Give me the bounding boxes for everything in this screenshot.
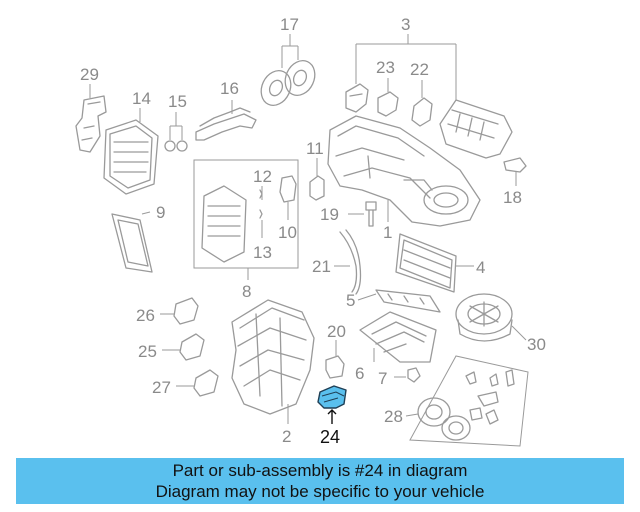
part-20: 20 — [325, 322, 346, 379]
callout-12: 12 — [253, 167, 272, 186]
callout-25: 25 — [138, 342, 157, 361]
part-22: 22 — [410, 60, 433, 127]
callout-5: 5 — [346, 291, 355, 310]
callout-2: 2 — [282, 427, 291, 446]
callout-9: 9 — [156, 203, 165, 222]
part-21: 21 — [312, 229, 362, 295]
part-17: 17 — [260, 15, 316, 107]
callout-11: 11 — [306, 139, 324, 158]
part-24-highlighted[interactable]: 24 — [317, 385, 347, 447]
info-banner: Part or sub-assembly is #24 in diagram D… — [16, 458, 624, 504]
callout-6: 6 — [355, 364, 364, 383]
callout-20: 20 — [327, 322, 346, 341]
part-26: 26 — [136, 297, 199, 325]
callout-3: 3 — [401, 15, 410, 34]
part-6: 6 — [355, 311, 437, 383]
part-29: 29 — [75, 65, 107, 153]
part-7: 7 — [378, 367, 421, 388]
callout-19: 19 — [320, 205, 339, 224]
part-16: 16 — [195, 79, 257, 141]
callout-30: 30 — [527, 335, 546, 354]
part-25: 25 — [138, 333, 205, 361]
callout-14: 14 — [132, 89, 151, 108]
callout-15: 15 — [168, 92, 187, 111]
part-5: 5 — [346, 289, 441, 313]
callout-18: 18 — [503, 188, 522, 207]
callout-7: 7 — [378, 369, 387, 388]
part-19: 19 — [320, 201, 377, 227]
part-4: 4 — [395, 233, 485, 293]
part-28-group: 28 — [384, 355, 529, 447]
callout-8: 8 — [242, 282, 251, 301]
callout-21: 21 — [312, 257, 331, 276]
part-15: 15 — [164, 92, 188, 152]
part-18: 18 — [503, 157, 527, 207]
banner-line-1: Part or sub-assembly is #24 in diagram — [172, 461, 468, 480]
callout-4: 4 — [476, 258, 485, 277]
part-2: 2 — [231, 299, 315, 446]
part-8-box: 8 12 10 13 — [193, 159, 299, 301]
callout-17: 17 — [280, 15, 299, 34]
callout-29: 29 — [80, 65, 99, 84]
callout-26: 26 — [136, 306, 155, 325]
callout-10: 10 — [278, 223, 297, 242]
part-3-door-unit — [439, 99, 513, 159]
part-11: 11 — [306, 139, 325, 201]
callout-16: 16 — [220, 79, 239, 98]
part-3-group: 3 — [345, 15, 457, 113]
callout-28: 28 — [384, 407, 403, 426]
callout-24: 24 — [320, 427, 340, 447]
part-27: 27 — [152, 369, 219, 397]
part-14: 14 — [103, 89, 159, 195]
callout-23: 23 — [376, 58, 395, 77]
callout-27: 27 — [152, 378, 171, 397]
banner-line-2: Diagram may not be specific to your vehi… — [155, 482, 485, 501]
callout-22: 22 — [410, 60, 429, 79]
part-30: 30 — [455, 293, 546, 354]
part-9: 9 — [111, 203, 165, 273]
callout-1: 1 — [383, 223, 392, 242]
callout-13: 13 — [253, 243, 272, 262]
part-1: 1 — [327, 115, 481, 242]
part-23: 23 — [376, 58, 399, 117]
